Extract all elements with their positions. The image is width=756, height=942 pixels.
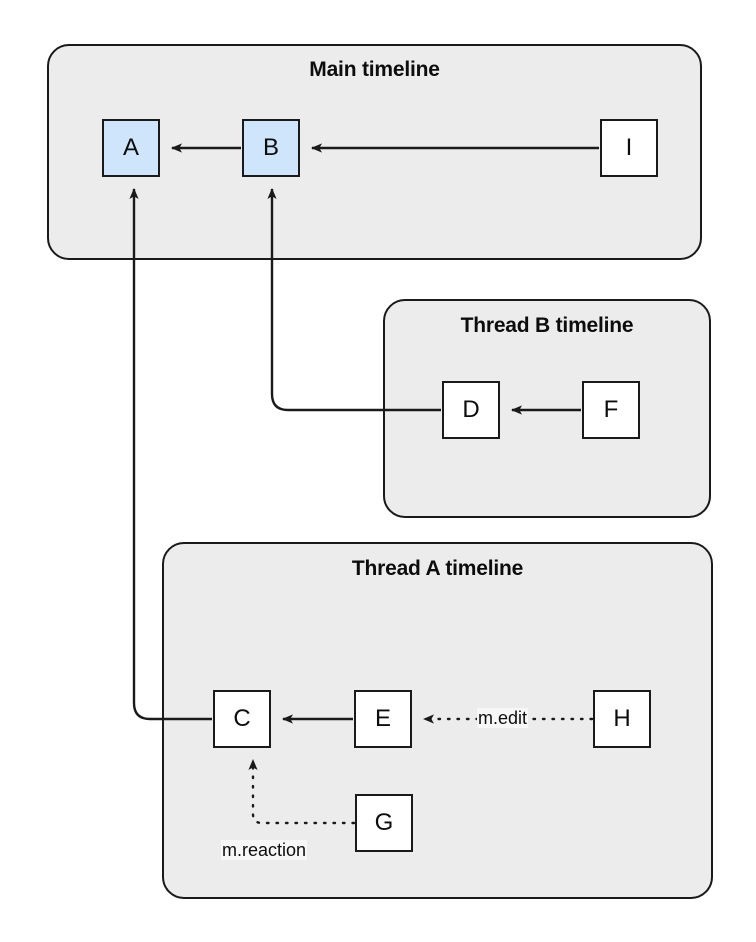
node-g[interactable]: G <box>355 794 413 852</box>
node-e-label: E <box>374 705 391 732</box>
node-a[interactable]: A <box>102 119 160 177</box>
node-e[interactable]: E <box>354 690 412 748</box>
node-h-label: H <box>613 705 631 732</box>
node-c[interactable]: C <box>213 690 271 748</box>
node-d[interactable]: D <box>442 381 500 439</box>
edge-g-to-c <box>248 758 356 825</box>
edge-label-m-reaction: m.reaction <box>221 840 308 860</box>
node-b[interactable]: B <box>242 119 300 177</box>
node-c-label: C <box>233 705 251 732</box>
container-title-thread-b: Thread B timeline <box>460 314 634 337</box>
container-title-thread-a: Thread A timeline <box>351 557 524 580</box>
node-f-label: F <box>603 396 619 423</box>
node-a-label: A <box>122 134 139 161</box>
node-f[interactable]: F <box>582 381 640 439</box>
node-d-label: D <box>462 396 480 423</box>
edge-label-m-edit: m.edit <box>477 708 529 728</box>
edge-d-to-b <box>267 188 441 412</box>
node-i[interactable]: I <box>600 119 658 177</box>
container-title-main: Main timeline <box>309 58 440 81</box>
node-b-label: B <box>262 134 279 161</box>
node-g-label: G <box>374 809 394 836</box>
node-h[interactable]: H <box>593 690 651 748</box>
container-thread-b-timeline: Thread B timeline <box>383 299 711 518</box>
edge-c-to-a <box>129 188 212 721</box>
node-i-label: I <box>625 134 633 161</box>
